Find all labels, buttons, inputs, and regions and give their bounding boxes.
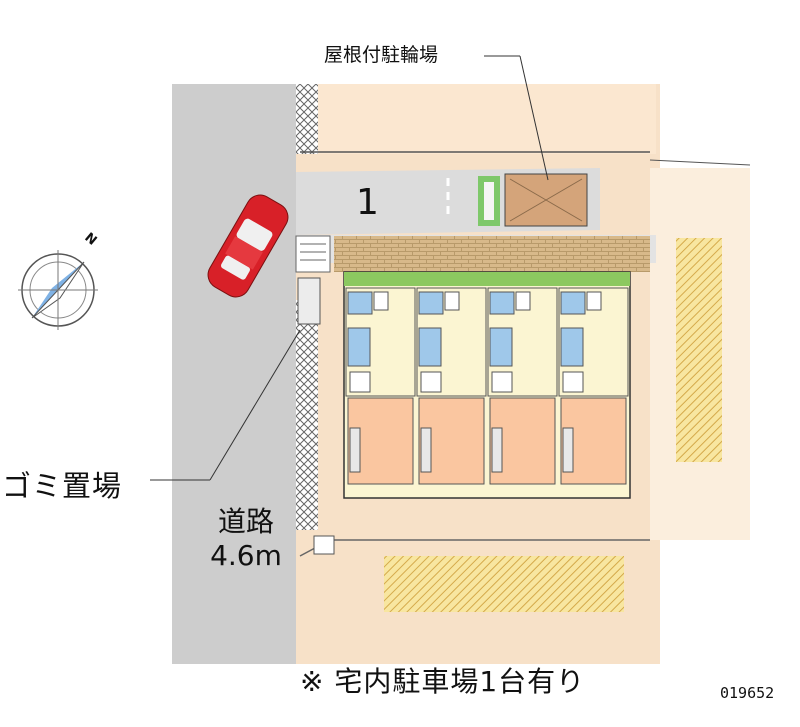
road-name: 道路: [217, 505, 274, 538]
apartment-unit: [558, 287, 629, 485]
car-icon: [207, 194, 289, 298]
neighbor-lot-right-hatch: [676, 238, 722, 462]
garbage-area: [297, 277, 321, 325]
apartment-unit: [487, 287, 558, 485]
road-label: 道路 4.6m: [196, 505, 296, 573]
compass-icon: [18, 250, 98, 330]
apartment-unit: [345, 287, 416, 485]
brick-walkway: [334, 236, 650, 272]
garbage-area-label: ゴミ置場: [2, 469, 123, 503]
road: [172, 84, 296, 664]
fence-lattice: [296, 84, 318, 154]
apartment-units: [345, 287, 629, 485]
road-width: 4.6m: [210, 539, 282, 572]
neighbor-lot-bottom: [384, 556, 624, 612]
parking-note: ※ 宅内駐車場1台有り: [300, 665, 586, 698]
parking-space-number: 1: [356, 182, 379, 223]
property-code: 019652: [720, 684, 775, 702]
bike-parking-label: 屋根付駐輪場: [324, 44, 439, 66]
apartment-unit: [416, 287, 487, 485]
